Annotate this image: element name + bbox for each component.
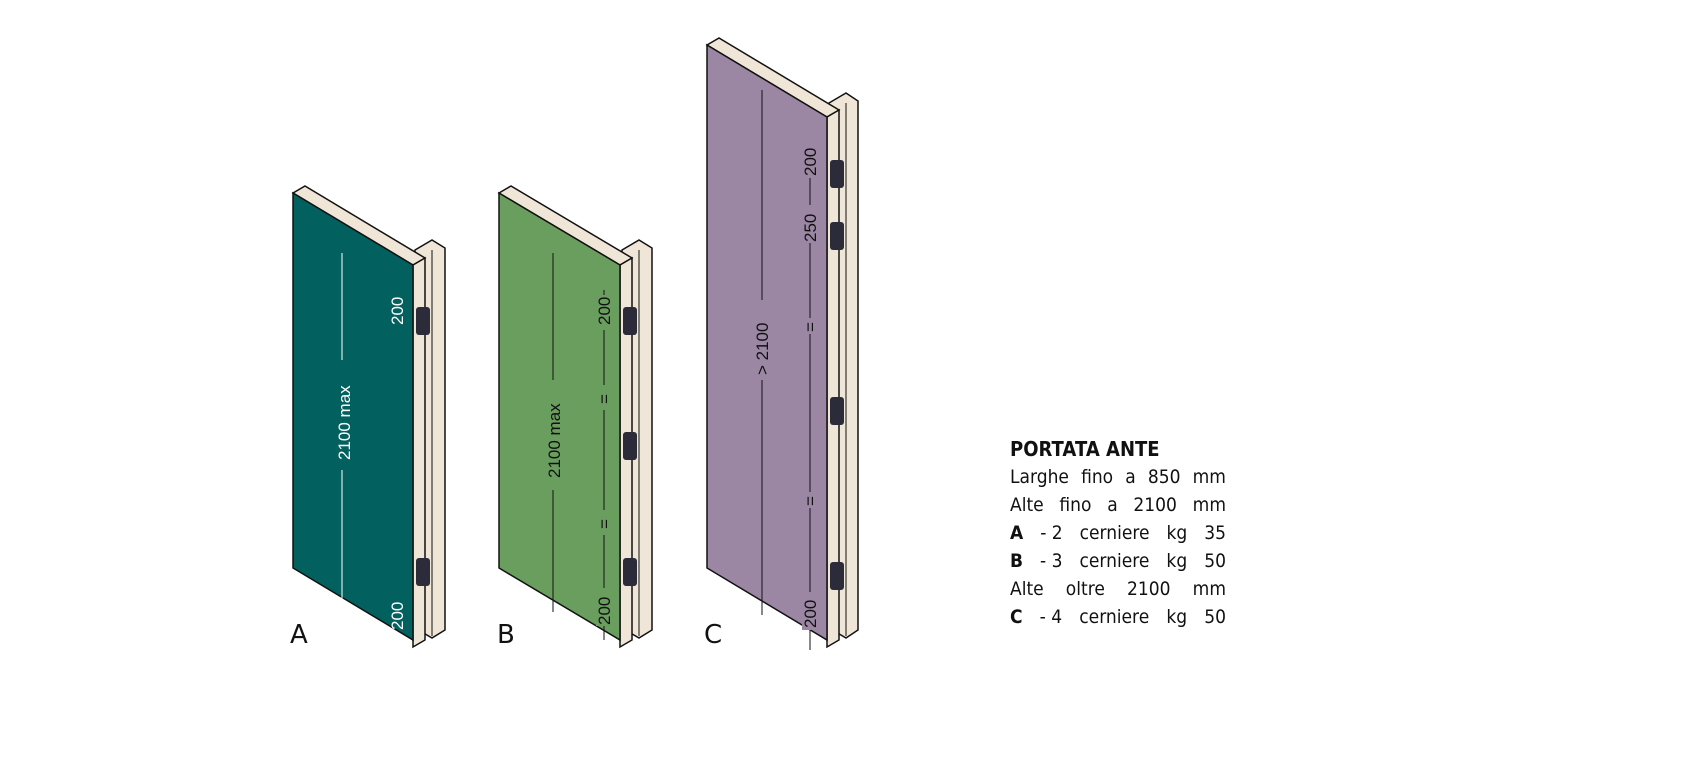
dim-a-0: 200	[388, 297, 407, 325]
hinge-icon	[416, 558, 430, 586]
legend-token: mm	[1192, 466, 1226, 488]
legend-token: a	[1107, 494, 1118, 516]
legend-line: Alte oltre 2100 mm	[1010, 575, 1226, 603]
legend-token: a	[1125, 466, 1136, 488]
legend-token: kg	[1166, 550, 1188, 572]
dim-c-4: 200	[801, 600, 820, 628]
hinge-icon	[623, 558, 637, 586]
dim-c-3: =	[801, 496, 820, 506]
height-dim-c: > 2100	[753, 323, 772, 375]
door-a: 2100 max 200 200 A	[290, 185, 446, 650]
legend-token: 50	[1204, 606, 1226, 628]
legend-token: - 3	[1040, 550, 1063, 572]
dim-c-1: 250	[801, 214, 820, 242]
legend-token: C	[1010, 606, 1023, 628]
legend-token: oltre	[1065, 578, 1105, 600]
hinge-icon	[416, 307, 430, 335]
legend-token: Larghe	[1010, 466, 1069, 488]
legend-token: 850	[1147, 466, 1181, 488]
height-dim-a: 2100 max	[335, 385, 354, 460]
legend-token: cerniere	[1079, 606, 1150, 628]
legend-token: kg	[1166, 522, 1188, 544]
door-b: 2100 max 200 = = 200 B	[497, 185, 653, 650]
door-c: > 2100 200 250 = = 200 C	[704, 37, 859, 650]
legend-token: 2100	[1133, 494, 1177, 516]
hinge-icon	[830, 222, 844, 250]
legend-token: Alte	[1010, 578, 1044, 600]
legend-token: fino	[1059, 494, 1092, 516]
legend-token: 2100	[1127, 578, 1171, 600]
legend-token: cerniere	[1079, 550, 1150, 572]
dim-a-1: 200	[388, 602, 407, 630]
legend-token: B	[1010, 550, 1024, 572]
hinge-icon	[830, 397, 844, 425]
dim-c-2: =	[801, 322, 820, 332]
legend-token: 35	[1204, 522, 1226, 544]
legend-token: cerniere	[1079, 522, 1150, 544]
dim-b-2: =	[595, 519, 614, 529]
legend-token: mm	[1192, 578, 1226, 600]
legend-line: C - 4 cerniere kg 50	[1010, 603, 1226, 631]
legend-token: - 4	[1039, 606, 1063, 628]
legend-token: Alte	[1010, 494, 1044, 516]
legend-line: A - 2 cerniere kg 35	[1010, 519, 1226, 547]
legend-line: B - 3 cerniere kg 50	[1010, 547, 1226, 575]
legend-token: A	[1010, 522, 1024, 544]
legend-token: mm	[1192, 494, 1226, 516]
legend-token: fino	[1081, 466, 1114, 488]
hinge-icon	[830, 160, 844, 188]
legend-title: PORTATA ANTE	[1010, 437, 1160, 461]
legend-token: 50	[1204, 550, 1226, 572]
dim-b-1: =	[595, 394, 614, 404]
door-label-c: C	[704, 620, 722, 650]
hinge-icon	[623, 307, 637, 335]
legend-token: kg	[1166, 606, 1188, 628]
legend-token: - 2	[1040, 522, 1063, 544]
hinge-icon	[830, 562, 844, 590]
door-label-a: A	[290, 620, 308, 650]
dim-b-0: 200	[595, 297, 614, 325]
door-label-b: B	[497, 620, 515, 650]
dim-c-0: 200	[801, 148, 820, 176]
height-dim-b: 2100 max	[545, 403, 564, 478]
hinge-icon	[623, 432, 637, 460]
dim-b-3: 200	[595, 597, 614, 625]
